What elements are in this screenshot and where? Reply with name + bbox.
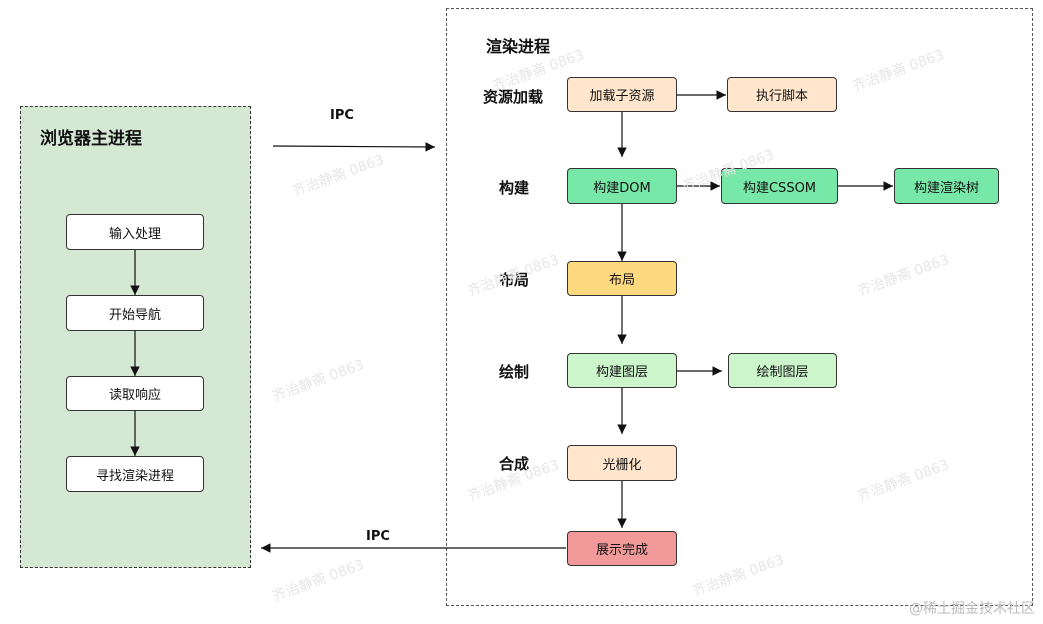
node-display-complete: 展示完成 [567, 531, 677, 566]
ipc-forward-label: IPC [330, 108, 354, 123]
node-rasterize: 光栅化 [567, 445, 677, 481]
stage-paint: 绘制 [499, 363, 530, 381]
node-build-cssom: 构建CSSOM [721, 168, 838, 204]
stage-layout: 布局 [499, 271, 530, 289]
step-input-handling: 输入处理 [66, 214, 204, 250]
render-process-panel [446, 8, 1033, 606]
node-build-render-tree: 构建渲染树 [894, 168, 999, 204]
arrow-ipc-forward [272, 142, 436, 152]
stage-resource-loading: 资源加载 [483, 88, 544, 106]
browser-process-title: 浏览器主进程 [40, 129, 142, 149]
site-credit: @稀土掘金技术社区 [909, 601, 1035, 617]
step-read-response: 读取响应 [66, 376, 204, 411]
step-start-navigation: 开始导航 [66, 295, 204, 331]
step-find-render-process: 寻找渲染进程 [66, 456, 204, 492]
stage-build: 构建 [499, 179, 530, 197]
node-layout: 布局 [567, 261, 677, 296]
node-paint-layers: 绘制图层 [728, 353, 837, 388]
node-load-subresources: 加载子资源 [567, 77, 677, 112]
node-execute-script: 执行脚本 [727, 77, 837, 112]
stage-composite: 合成 [499, 455, 530, 473]
ipc-back-label: IPC [366, 529, 390, 544]
render-process-title: 渲染进程 [486, 37, 551, 56]
node-build-dom: 构建DOM [567, 168, 677, 204]
node-build-layers: 构建图层 [567, 353, 677, 388]
